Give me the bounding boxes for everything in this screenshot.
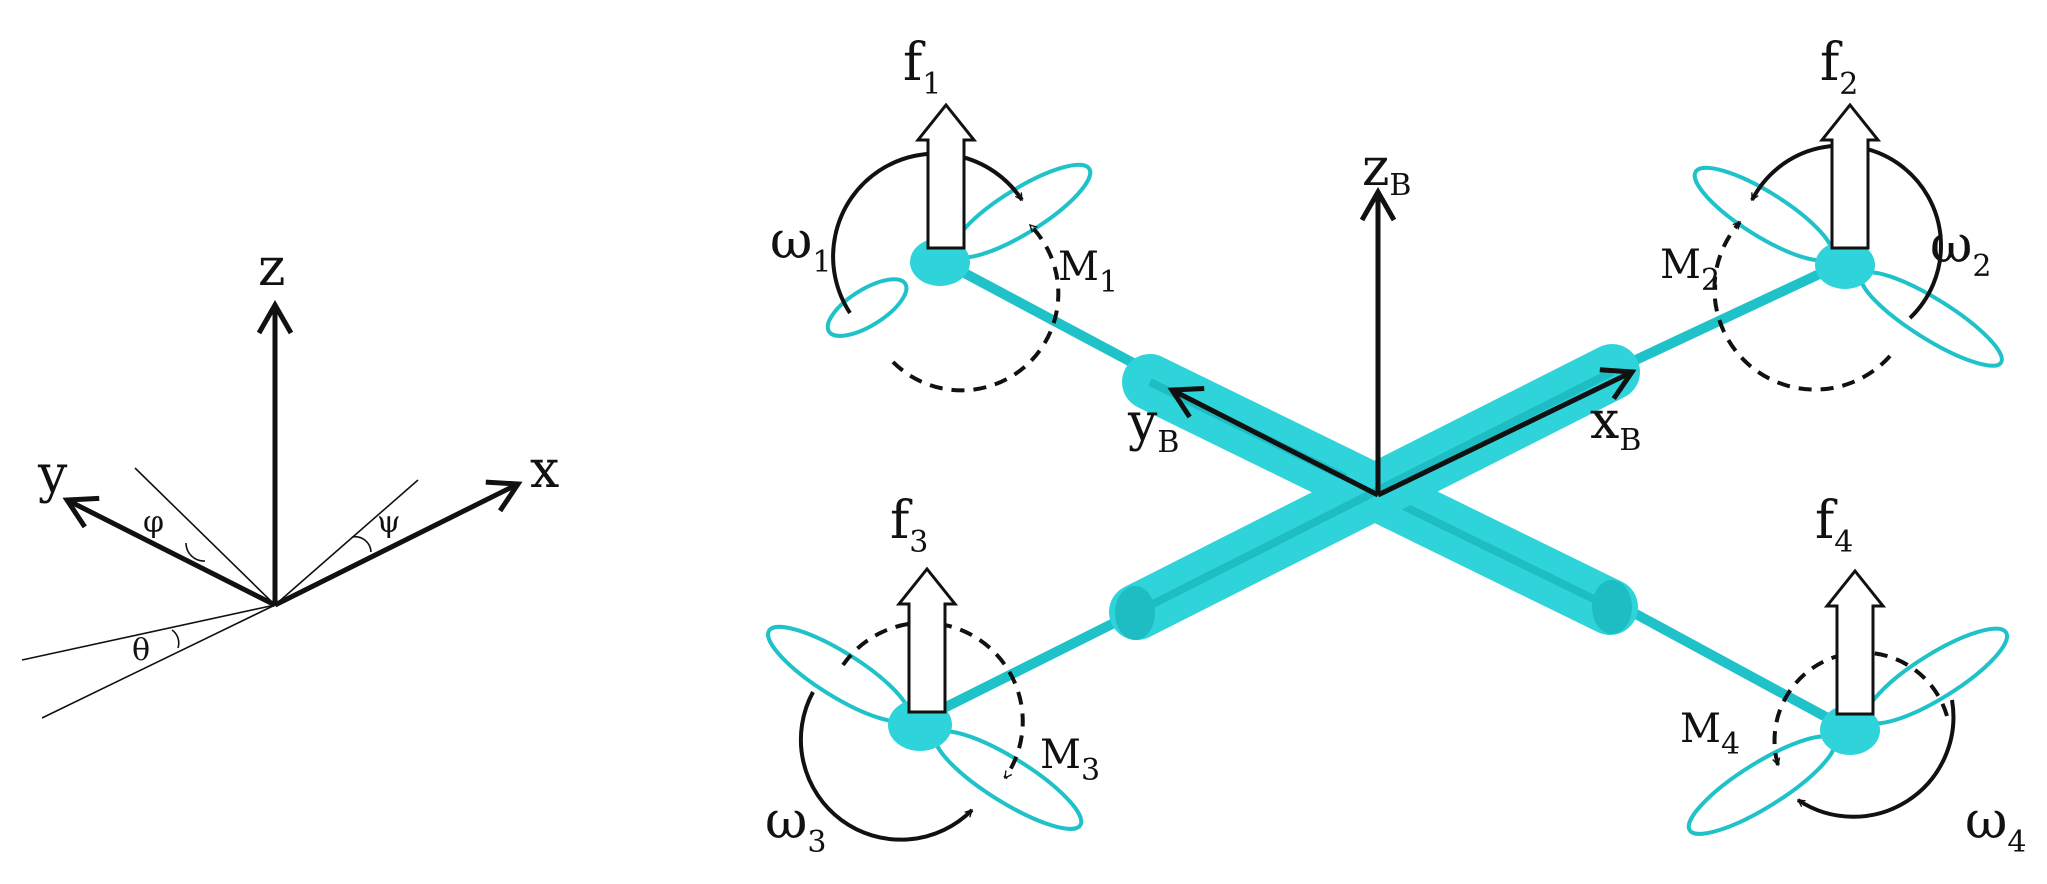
quadrotor: zB yB xB f1 ω1 M1 (765, 33, 2027, 860)
force-2-arrow (1818, 102, 1882, 250)
omega-1-label: ω1 (770, 211, 832, 280)
body-y-axis (1167, 385, 1380, 498)
rotor-4: f4 ω4 M4 (1680, 491, 2027, 860)
world-frame: z y x φ ψ θ (21, 238, 559, 719)
moment-3-arrow (841, 620, 1025, 778)
force-3-arrow (895, 566, 959, 714)
force-4-label: f4 (1815, 491, 1853, 560)
world-x-axis (273, 479, 523, 608)
yaw-reference-line (274, 479, 419, 606)
body-x-label: xB (1590, 391, 1641, 458)
yaw-angle-label: ψ (377, 505, 401, 540)
world-y-axis (62, 495, 277, 608)
motor-hub (910, 238, 970, 286)
phi-arc (185, 542, 206, 562)
motor-hub (1820, 705, 1880, 755)
omega-1-arrow (831, 151, 1024, 315)
force-4-arrow (1823, 568, 1887, 716)
moment-4-label: M4 (1680, 706, 1740, 762)
moment-1-label: M1 (1058, 244, 1118, 300)
moment-3-label: M3 (1040, 732, 1100, 788)
omega-3-label: ω3 (765, 791, 827, 860)
omega-4-label: ω4 (1965, 791, 2027, 860)
force-1-label: f1 (903, 33, 941, 102)
rotor-1: f1 ω1 M1 (770, 33, 1118, 393)
omega-2-arrow (1750, 143, 1943, 320)
arm-rotor-2 (1607, 257, 1848, 377)
omega-4-arrow (1798, 699, 1956, 819)
propeller-blade (1863, 626, 2010, 726)
moment-2-arrow (1712, 220, 1892, 392)
world-y-label: y (37, 445, 68, 505)
rotor-3: f3 ω3 M3 (765, 491, 1100, 860)
omega-2-label: ω2 (1930, 215, 1992, 284)
world-x-label: x (530, 440, 559, 500)
force-3-label: f3 (890, 491, 928, 560)
omega-3-arrow (798, 691, 974, 842)
world-z-label: z (258, 238, 285, 298)
psi-arc (351, 535, 372, 553)
force-2-label: f2 (1820, 33, 1858, 102)
force-1-arrow (914, 102, 978, 250)
body-z-label: zB (1362, 138, 1411, 203)
moment-2-label: M2 (1660, 242, 1720, 298)
moment-1-arrow (891, 223, 1061, 393)
body-x-axis (1376, 367, 1637, 498)
pitch-angle-label: θ (132, 633, 150, 668)
pitch-body-line (41, 604, 276, 719)
propeller-blade (825, 277, 909, 338)
body-y-label: yB (1127, 393, 1179, 460)
arm-rotor-3 (917, 605, 1143, 725)
roll-reference-line (134, 467, 276, 606)
roll-angle-label: φ (143, 505, 164, 540)
motor-hub (1815, 241, 1875, 289)
rotor-2: f2 ω2 M2 (1660, 33, 2004, 392)
pitch-reference-line (21, 604, 276, 661)
arm-rotor-4 (1607, 595, 1853, 735)
theta-arc (171, 629, 180, 649)
arm-rotor-1 (937, 255, 1153, 377)
